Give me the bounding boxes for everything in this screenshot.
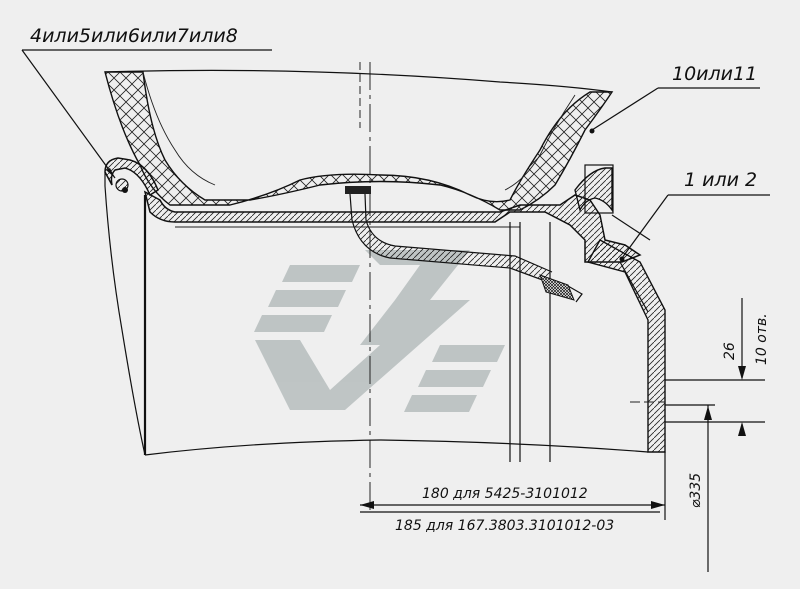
callout-rim-label: 1 или 2 <box>684 169 757 191</box>
valve <box>345 186 583 303</box>
dimension-length-a-label: 180 для 5425-3101012 <box>422 486 588 502</box>
callout-rim: 1 или 2 <box>619 169 770 262</box>
dimension-diameter-label: ⌀335 <box>688 473 704 508</box>
dimension-height-label: 26 <box>722 342 738 360</box>
callout-tyre-label: 10или11 <box>672 63 757 85</box>
callout-valve-parts-label: 4или5или6или7или8 <box>30 25 238 47</box>
dimension-diameter: ⌀335 <box>665 404 715 572</box>
rim-section <box>143 190 642 263</box>
dimension-length-b-label: 185 для 167.3803.3101012-03 <box>395 518 614 534</box>
bottom-outline <box>144 439 649 456</box>
callout-valve-parts: 4или5или6или7или8 <box>21 25 272 179</box>
dimension-lengths: 180 для 5425-3101012 185 для 167.3803.31… <box>360 452 666 534</box>
dimension-holes-label: 10 отв. <box>754 313 770 365</box>
right-bead <box>574 167 613 213</box>
tyre-top-outline <box>104 69 613 93</box>
watermark-logo <box>254 250 505 412</box>
dimension-holes: 26 10 отв. <box>630 298 770 436</box>
tyre-section <box>104 71 614 211</box>
callout-tyre: 10или11 <box>589 63 760 134</box>
disc-section <box>586 239 666 453</box>
